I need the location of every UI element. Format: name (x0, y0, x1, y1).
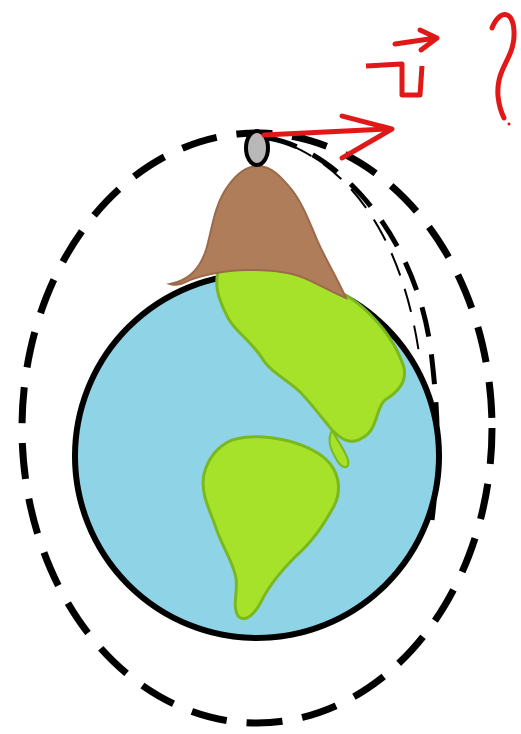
velocity-symbol (366, 30, 437, 95)
velocity-arrow (264, 116, 392, 158)
question-mark (492, 15, 514, 126)
